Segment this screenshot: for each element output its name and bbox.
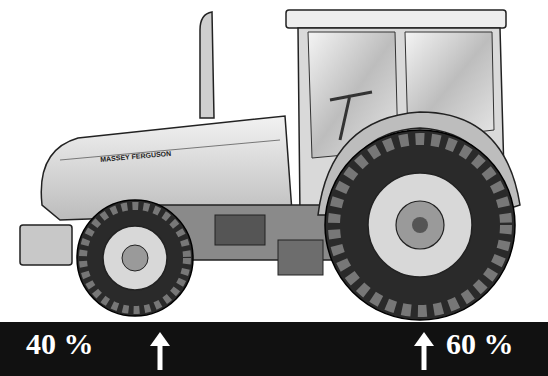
engine-block: [215, 215, 265, 245]
exhaust-pipe: [200, 12, 214, 118]
tyre-tread: [83, 206, 187, 310]
arrow-head: [414, 332, 434, 346]
load-percentage: 40 %: [26, 327, 94, 361]
front-tyre: [77, 200, 193, 316]
ground-bar: [0, 322, 548, 376]
tyre-tread: [334, 139, 506, 311]
wheel-hub: [122, 245, 148, 271]
load-arrow: [422, 344, 427, 370]
rear-rim: [368, 173, 472, 277]
load-arrow: [158, 344, 163, 370]
step: [278, 240, 323, 275]
wheel-hub: [396, 201, 444, 249]
load-percentage: 60 %: [446, 327, 514, 361]
arrow-head: [150, 332, 170, 346]
front-weight: [20, 225, 72, 265]
rear-tyre: [325, 130, 515, 320]
hub-cap: [412, 217, 428, 233]
front-rim: [103, 226, 167, 290]
cab-roof: [286, 10, 506, 28]
